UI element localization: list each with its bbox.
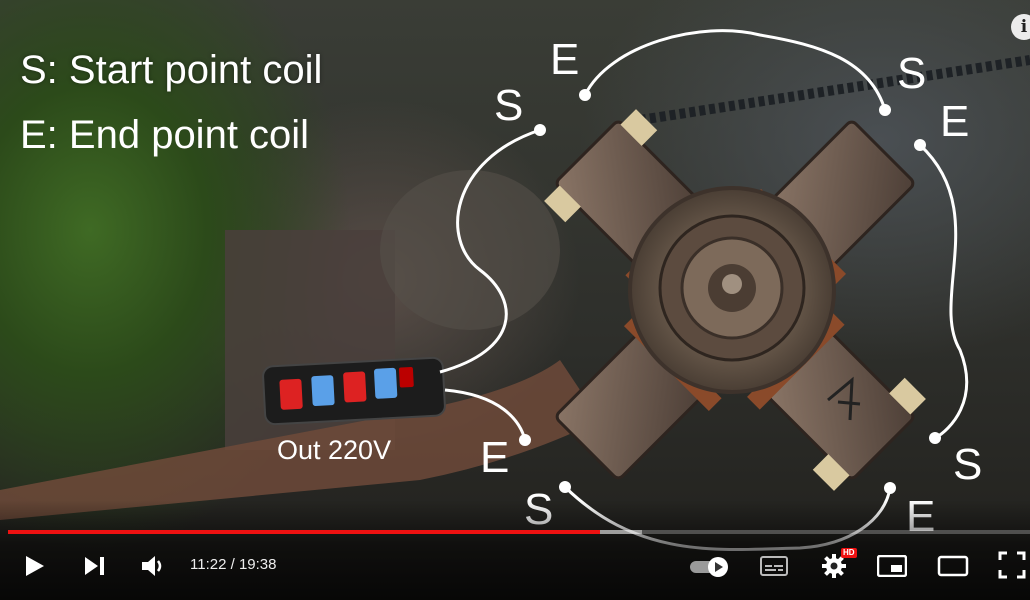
progress-buffered	[599, 530, 642, 534]
power-strip	[262, 356, 446, 426]
insulation-paper	[812, 454, 850, 491]
autoplay-toggle-icon[interactable]	[688, 554, 732, 578]
hd-badge: HD	[841, 548, 857, 558]
coil-label-s-top-left: S	[494, 81, 524, 130]
rotor-shaft-tip	[722, 274, 742, 294]
insulation-paper	[544, 185, 581, 223]
player-controls-bar	[0, 500, 1030, 600]
insulation-paper	[620, 109, 658, 146]
wire-right	[918, 143, 969, 440]
motor-stator	[544, 109, 926, 491]
next-icon[interactable]	[83, 555, 107, 577]
fullscreen-icon[interactable]	[998, 551, 1026, 579]
duration: 19:38	[238, 556, 277, 573]
current-time: 11:22	[190, 556, 227, 573]
wire-left	[439, 128, 541, 374]
insulation-paper	[889, 377, 926, 415]
time-display: 11:22 / 19:38	[190, 556, 277, 574]
progress-played	[8, 530, 600, 534]
legend-start-point: S: Start point coil	[20, 48, 323, 92]
time-separator: /	[226, 556, 239, 573]
theater-icon[interactable]	[937, 555, 969, 577]
background-wheel	[380, 170, 560, 330]
info-icon[interactable]: i	[1011, 14, 1030, 40]
play-icon[interactable]	[24, 554, 46, 578]
coil-label-e-right: E	[940, 97, 970, 146]
volume-icon[interactable]	[140, 553, 168, 579]
progress-bar[interactable]	[8, 530, 1030, 534]
settings-icon[interactable]	[820, 552, 848, 580]
coil-label-s-top-right: S	[897, 49, 927, 98]
coil-label-s-bottom-right: S	[953, 440, 983, 489]
legend-end-point: E: End point coil	[20, 113, 310, 157]
background-chain	[639, 55, 1030, 125]
pole-marking	[827, 376, 861, 421]
output-voltage-label: Out 220V	[277, 435, 392, 465]
wire-strip-out	[444, 388, 527, 441]
wire-endpoints	[519, 89, 941, 494]
coil-label-e-top: E	[550, 35, 580, 84]
miniplayer-icon[interactable]	[877, 555, 907, 577]
coil-label-e-left: E	[480, 433, 510, 482]
wire-top	[583, 29, 887, 111]
subtitles-icon[interactable]	[760, 556, 788, 576]
background-arm	[0, 360, 600, 520]
